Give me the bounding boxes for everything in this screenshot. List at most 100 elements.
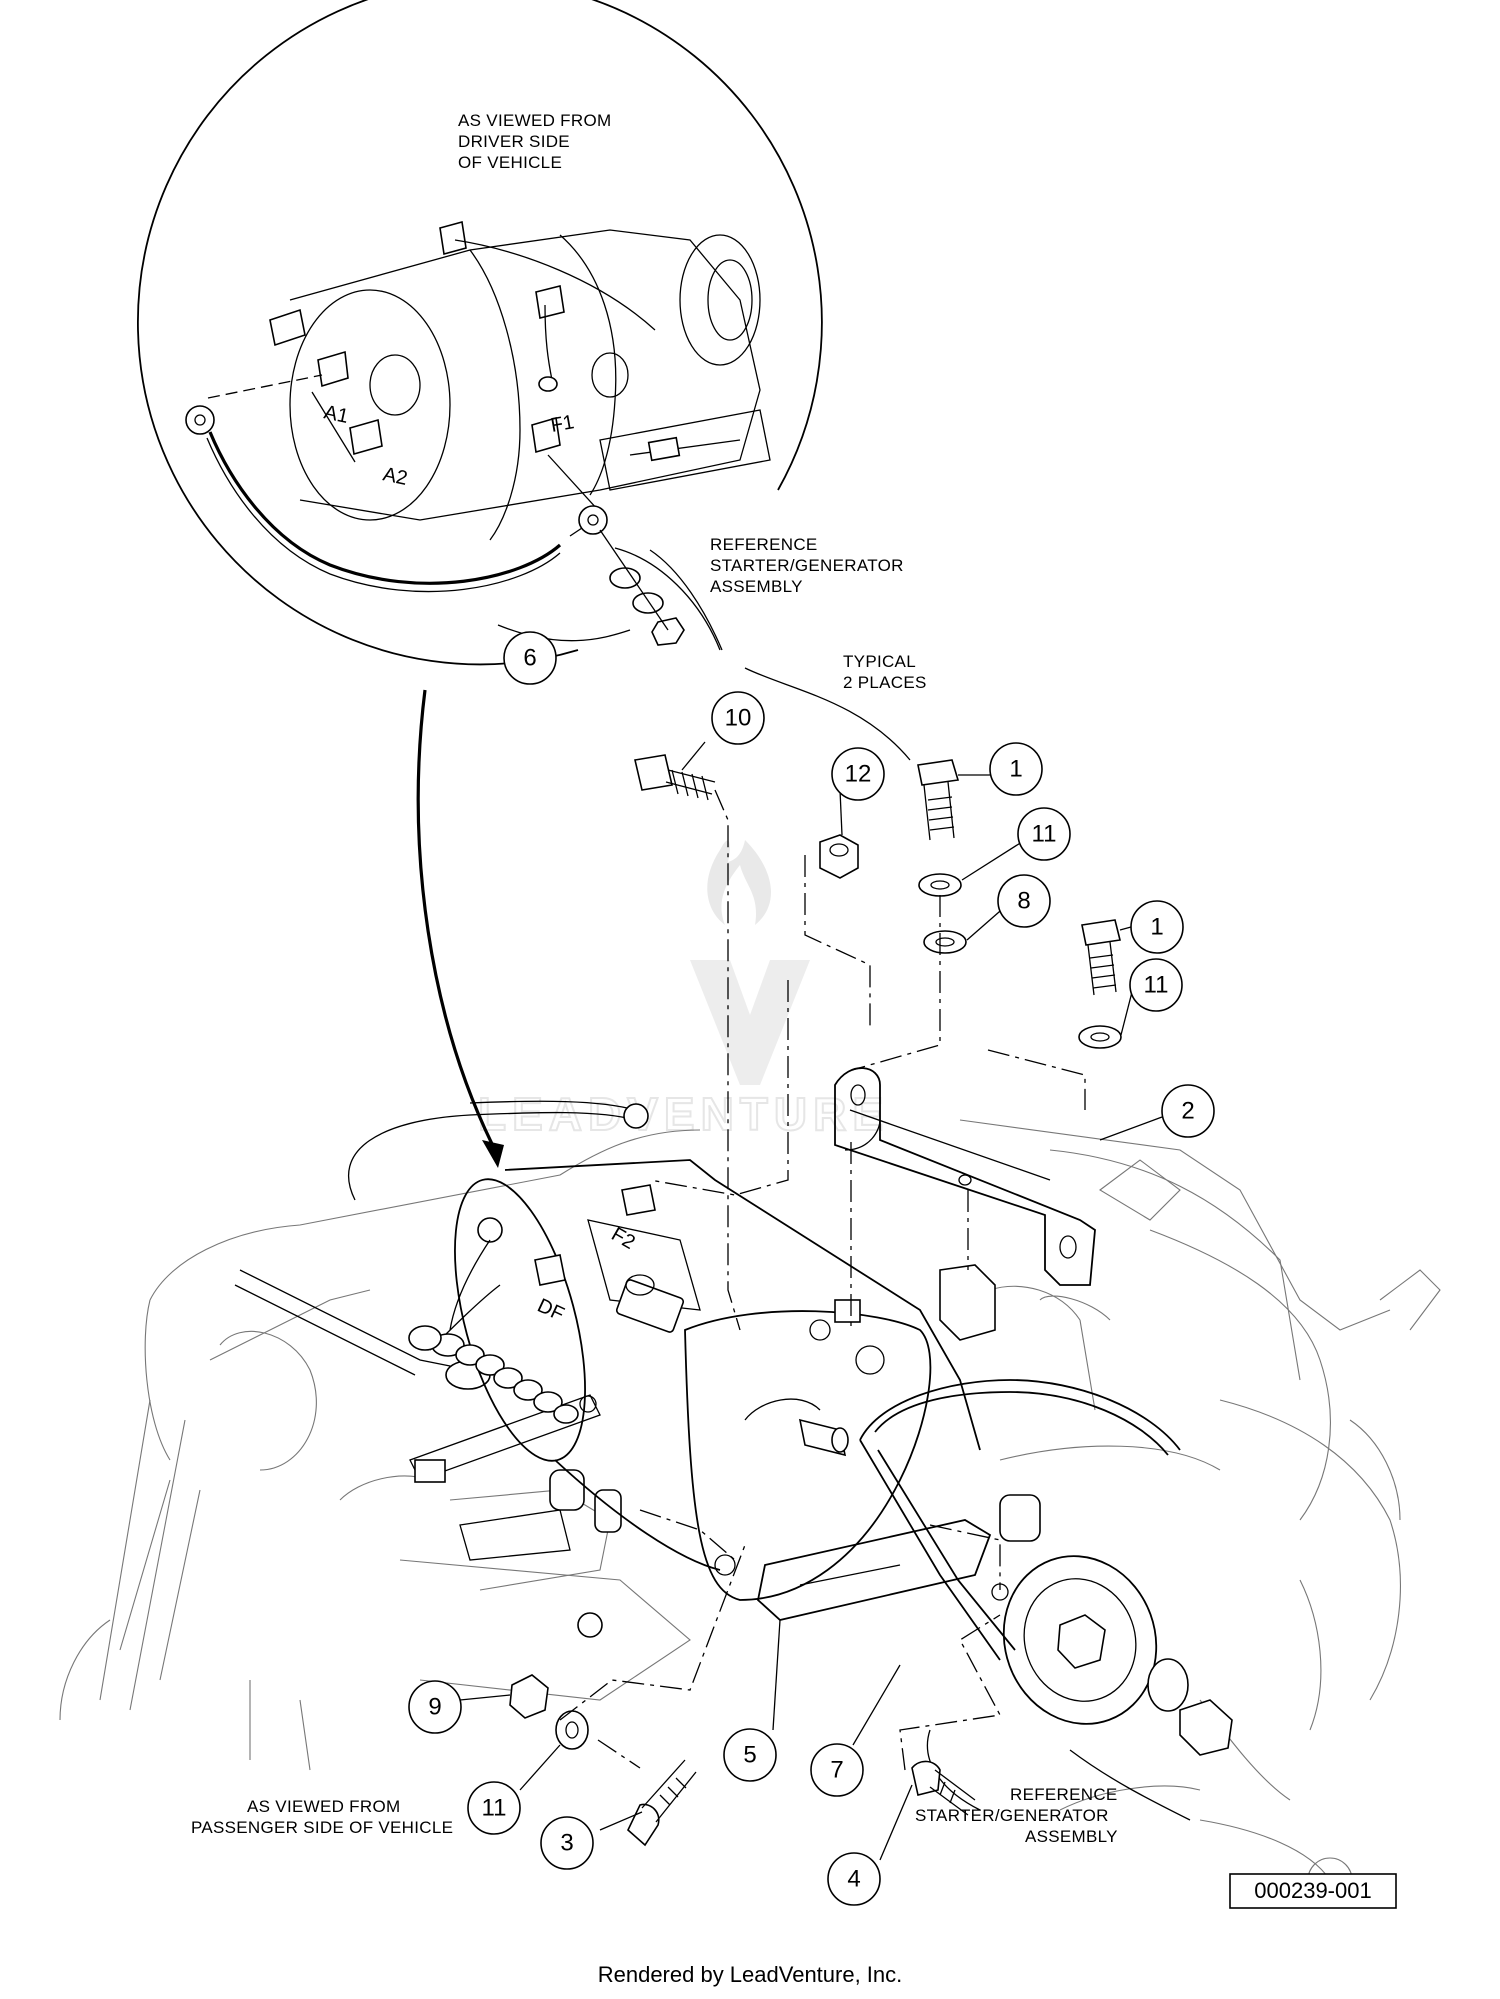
typical-line-1: TYPICAL (843, 652, 916, 671)
bolt-4-head (911, 1760, 941, 1796)
svg-text:3: 3 (560, 1830, 573, 1857)
svg-text:2: 2 (1181, 1098, 1194, 1125)
passenger-view-line-1: AS VIEWED FROM (247, 1797, 400, 1816)
starter-generator-body (504, 1159, 981, 1451)
starter-generator-endcap (454, 1178, 586, 1462)
watermark: LEADVENTURE (477, 840, 889, 1141)
terminal-a1-label: A1 (322, 401, 351, 428)
ref-lower-line-1: REFERENCE (1010, 1785, 1118, 1804)
f2-cable-eyelet (623, 1103, 649, 1129)
cable-eyelet-left (185, 405, 215, 435)
callout-10: 10 (711, 691, 765, 745)
f2-terminal-stud (621, 1184, 656, 1216)
cable-eyelet-right (578, 505, 608, 535)
ref-lower-line-2: STARTER/GENERATOR (915, 1806, 1109, 1825)
svg-text:6: 6 (523, 645, 536, 672)
ref-upper-line-1: REFERENCE (710, 535, 818, 554)
terminal-df-label: DF (534, 1295, 567, 1326)
inset-nut (651, 617, 685, 646)
callout-5: 5 (723, 1728, 777, 1782)
alignment-lines (559, 789, 1086, 1771)
adjusting-bracket-5 (757, 1494, 1041, 1621)
view-transfer-arrowhead (482, 1140, 504, 1168)
pulley-nut (1179, 1699, 1233, 1756)
lockwasher-11b (1078, 1025, 1122, 1049)
typical-bracket (744, 667, 911, 761)
bolt-3-head (627, 1803, 660, 1847)
svg-text:11: 11 (1032, 821, 1057, 848)
ref-upper-line-2: STARTER/GENERATOR (710, 556, 904, 575)
throttle-rod (239, 1269, 471, 1371)
callout-1-lower: 1 (1130, 900, 1184, 954)
bolt-10-head (634, 754, 673, 791)
svg-text:10: 10 (725, 705, 752, 732)
typical-caption: TYPICAL 2 PLACES (744, 652, 926, 761)
ref-lower-line-3: ASSEMBLY (1025, 1827, 1118, 1846)
throttle-pivot (414, 1459, 446, 1483)
generator-pulley (1002, 1555, 1158, 1725)
driver-view-line-3: OF VEHICLE (458, 153, 562, 172)
inset-stud-a1 (317, 350, 349, 388)
ref-upper-line-3: ASSEMBLY (710, 577, 803, 596)
callout-11-upper: 11 (1017, 807, 1071, 861)
callout-2: 2 (1161, 1084, 1215, 1138)
callouts: 6 10 12 1 11 8 1 11 2 9 11 3 5 7 4 (408, 631, 1215, 1906)
terminal-f1-label: F1 (549, 411, 576, 437)
inset-circle-outline (137, 0, 823, 666)
svg-text:11: 11 (1144, 972, 1169, 999)
drawing-number-box: 000239-001 (1229, 1873, 1397, 1909)
svg-text:11: 11 (482, 1795, 507, 1822)
svg-text:8: 8 (1017, 888, 1030, 915)
reference-lower-caption: REFERENCE STARTER/GENERATOR ASSEMBLY (915, 1785, 1118, 1846)
svg-text:7: 7 (830, 1757, 843, 1784)
inset-stud-a2 (349, 418, 383, 456)
mount-block (939, 1264, 996, 1341)
svg-text:9: 9 (428, 1694, 441, 1721)
bolt-1b-head (1081, 919, 1121, 946)
driver-side-caption: AS VIEWED FROM DRIVER SIDE OF VEHICLE (458, 111, 611, 172)
inset-washer-2 (632, 592, 664, 614)
nut-9 (509, 1674, 549, 1719)
inset-driver-side-view: A1 A2 F1 (137, 0, 823, 666)
drive-belt-7 (859, 1379, 1181, 1661)
nameplate (615, 1279, 685, 1333)
passenger-side-caption: AS VIEWED FROM PASSENGER SIDE OF VEHICLE (191, 1797, 453, 1837)
callout-6: 6 (503, 631, 557, 685)
inset-generator-endcap (289, 289, 451, 521)
watermark-text: LEADVENTURE (478, 1088, 889, 1140)
callout-12: 12 (831, 747, 885, 801)
driver-view-line-1: AS VIEWED FROM (458, 111, 611, 130)
inset-stud-a-top (269, 308, 306, 347)
inset-stud-f1 (531, 416, 561, 454)
cable-6 (208, 431, 562, 585)
callout-1-upper: 1 (989, 742, 1043, 796)
field-wire-loop (348, 1111, 636, 1201)
df-terminal-stud (534, 1254, 566, 1286)
drive-end-housing (684, 1310, 932, 1601)
mounting-bracket-2 (834, 1067, 1096, 1286)
reference-upper-caption: REFERENCE STARTER/GENERATOR ASSEMBLY (710, 535, 904, 596)
terminal-f2-label: F2 (608, 1223, 639, 1254)
driver-view-line-2: DRIVER SIDE (458, 132, 570, 151)
exploded-hardware-upper (634, 754, 1122, 1049)
callout-11-lower: 11 (467, 1781, 521, 1835)
bolt-1a-head (917, 759, 960, 786)
terminal-a2-label: A2 (381, 463, 410, 490)
svg-text:1: 1 (1150, 914, 1163, 941)
footer-credit: Rendered by LeadVenture, Inc. (597, 1962, 903, 1987)
svg-text:5: 5 (743, 1742, 756, 1769)
leader-lines (459, 624, 1163, 1861)
svg-text:12: 12 (845, 761, 872, 788)
drawing-number: 000239-001 (1254, 1878, 1371, 1903)
exploded-hardware-lower (509, 1674, 976, 1847)
inset-generator-body (289, 229, 761, 521)
passenger-view-line-2: PASSENGER SIDE OF VEHICLE (191, 1818, 453, 1837)
callout-7: 7 (810, 1743, 864, 1797)
leadventure-watermark-logo (690, 840, 810, 1085)
callout-3: 3 (540, 1816, 594, 1870)
washer-8 (923, 930, 967, 954)
pulley-washer (1147, 1658, 1189, 1712)
inset-washer-1 (609, 567, 641, 589)
callout-9: 9 (408, 1680, 462, 1734)
